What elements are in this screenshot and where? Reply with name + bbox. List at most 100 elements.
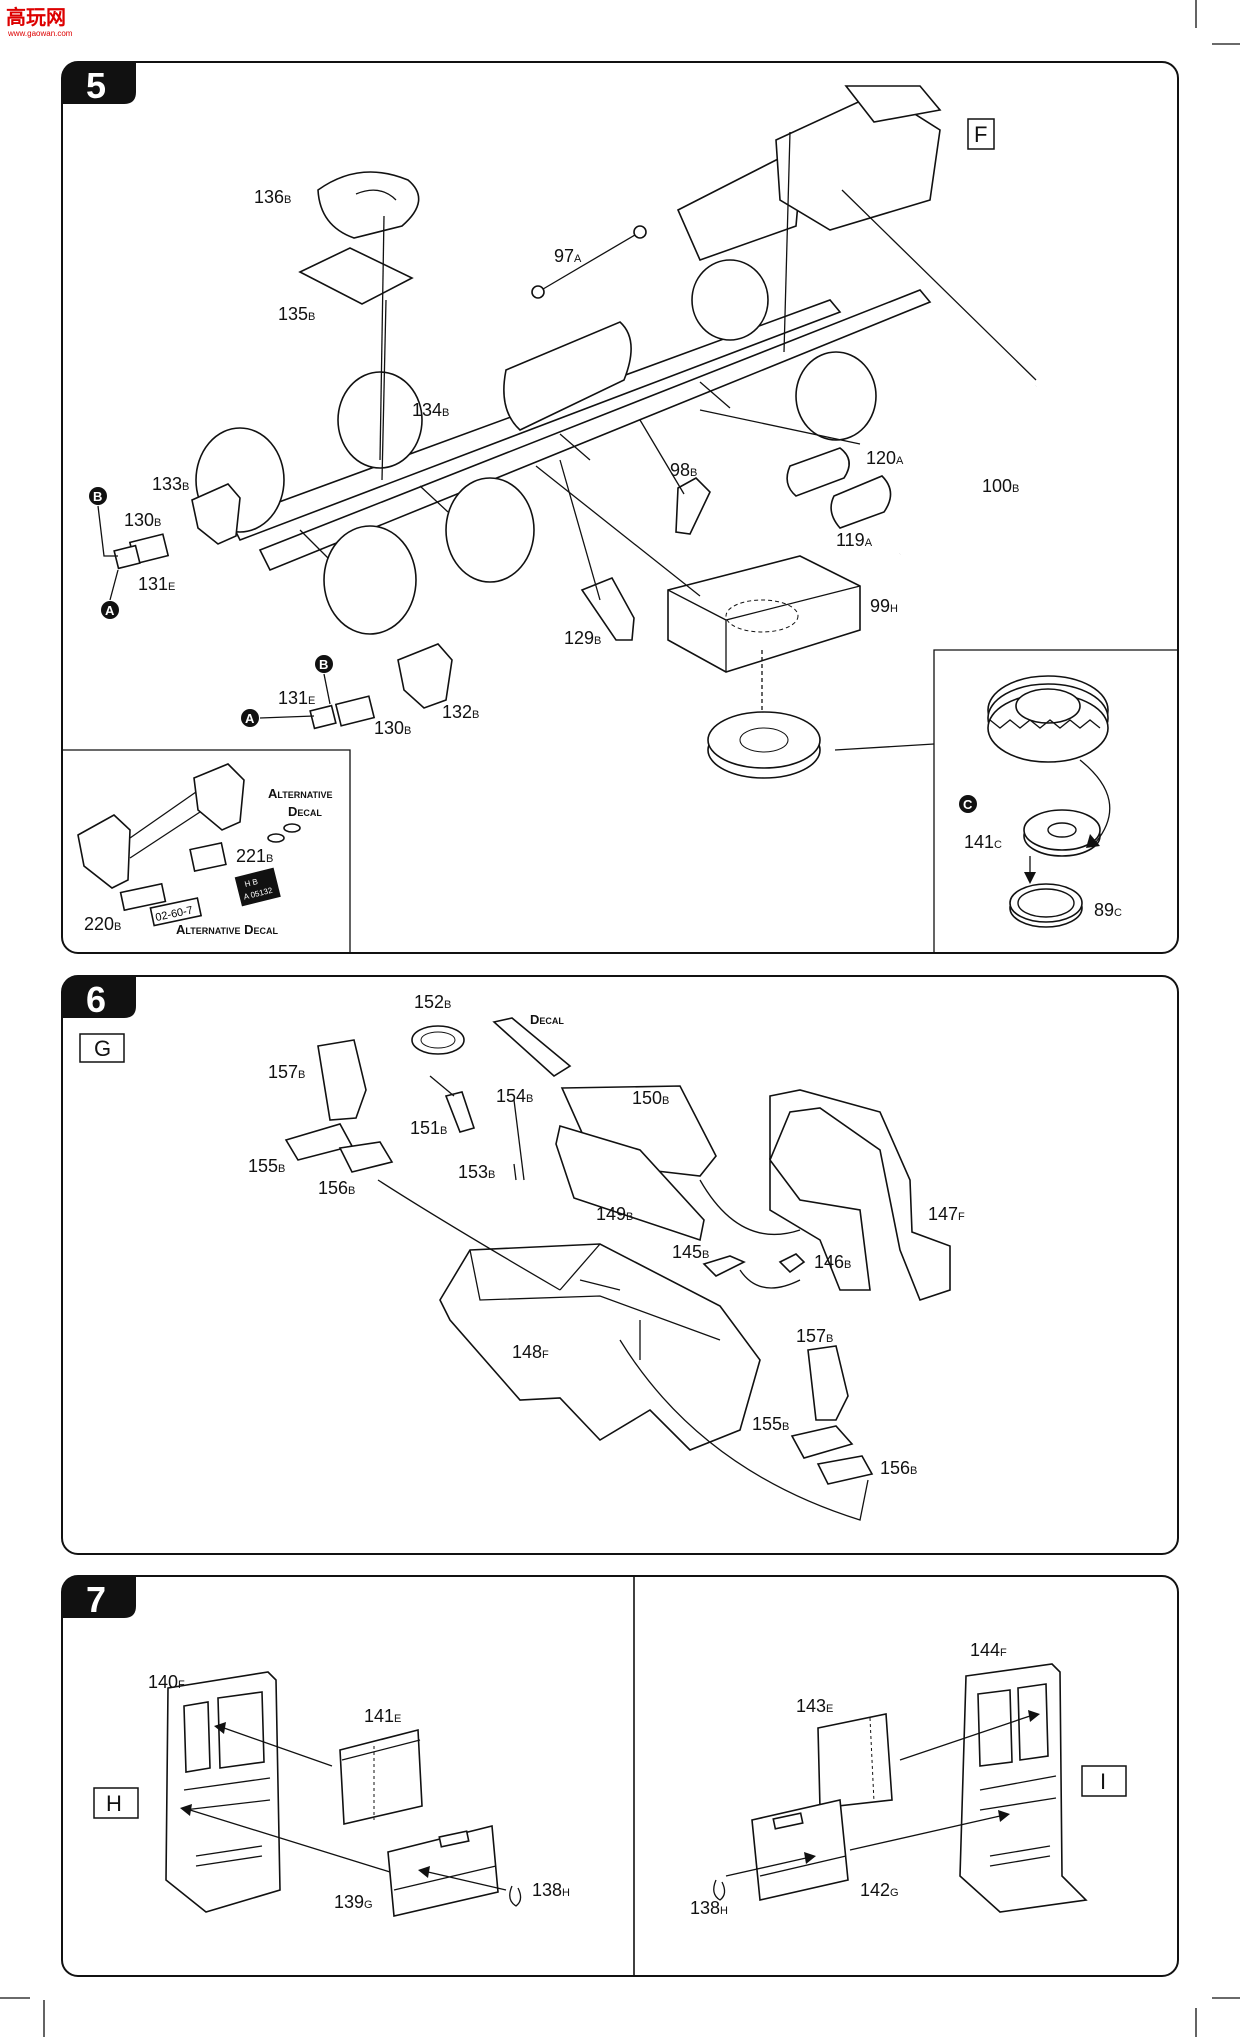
svg-text:133B: 133B (152, 474, 189, 494)
mudflap-133 (191, 483, 241, 545)
svg-text:152B: 152B (414, 992, 451, 1012)
badge-b (89, 487, 107, 505)
svg-text:150B: 150B (632, 1088, 669, 1108)
svg-text:143E: 143E (796, 1696, 833, 1716)
subassembly-f-label: F (974, 122, 987, 147)
svg-text:157B: 157B (796, 1326, 833, 1346)
svg-text:138H: 138H (532, 1880, 570, 1900)
seat-back-157b (807, 1345, 849, 1421)
svg-text:99H: 99H (870, 596, 898, 616)
seat-mount-156b (816, 1455, 874, 1485)
wheel (691, 259, 769, 341)
wheel (445, 477, 535, 583)
step-6-tab (62, 976, 136, 1018)
decal-marker (267, 833, 285, 843)
svg-text:142G: 142G (860, 1880, 899, 1900)
svg-text:129B: 129B (564, 628, 601, 648)
svg-text:156B: 156B (880, 1458, 917, 1478)
wheel (337, 371, 423, 469)
console-149 (555, 1124, 705, 1242)
tank-119 (830, 475, 892, 529)
license-plate-blank (189, 841, 227, 873)
mudflap-part (77, 814, 131, 889)
svg-text:157B: 157B (268, 1062, 305, 1082)
svg-text:146B: 146B (814, 1252, 851, 1272)
alternative-decal-note-1b: Decal (288, 804, 322, 819)
mudflap-part (193, 763, 245, 831)
step-6-part-labels: 152B 157B 154B 150B 151B 155B 153B 156B … (248, 992, 965, 1478)
cab-interior-assembly (284, 1017, 951, 1521)
svg-text:131E: 131E (138, 574, 175, 594)
frame-rail (258, 289, 932, 572)
svg-text:148F: 148F (512, 1342, 549, 1362)
subassembly-g-label: G (94, 1036, 111, 1061)
svg-text:149B: 149B (596, 1204, 633, 1224)
alternative-decal-note-1a: Alternative (268, 786, 333, 801)
subassembly-i-box (1081, 1765, 1127, 1797)
step-5-number: 5 (86, 65, 106, 106)
license-plate-blank (119, 882, 167, 912)
wheel (323, 525, 417, 635)
step-7-part-labels: 140F 141E 139G 138H 144F 143E 138H 142G (148, 1640, 1007, 1918)
steering-column-151 (444, 1091, 476, 1133)
svg-text:155B: 155B (248, 1156, 285, 1176)
svg-text:H B: H B (244, 877, 259, 889)
svg-text:C: C (963, 797, 973, 812)
step-5-part-labels: 136B 135B 97A 134B 133B 130B 131E 98B 12… (124, 187, 1019, 738)
subassembly-f-box (967, 118, 995, 150)
svg-text:135B: 135B (278, 304, 315, 324)
decal-marker (283, 823, 301, 833)
window-141 (339, 1728, 423, 1825)
badge-b (315, 655, 333, 673)
svg-text:138H: 138H (690, 1898, 728, 1918)
step-98 (675, 477, 711, 535)
watermark-logo: 高玩网 www.gaowan.com (6, 5, 73, 38)
dash-decal (492, 1017, 572, 1077)
badge-c (959, 795, 977, 813)
floor-tub-148 (439, 1243, 761, 1451)
fuel-tank (503, 321, 632, 431)
svg-text:130B: 130B (374, 718, 411, 738)
wheel (795, 351, 877, 441)
subassembly-i-label: I (1100, 1769, 1106, 1794)
step-129 (580, 576, 635, 641)
svg-text:97A: 97A (554, 246, 582, 266)
watermark-url: www.gaowan.com (7, 29, 73, 38)
svg-text:120A: 120A (866, 448, 904, 468)
svg-text:131E: 131E (278, 688, 315, 708)
light-131b (309, 704, 337, 730)
svg-text:147F: 147F (928, 1204, 965, 1224)
svg-text:145B: 145B (672, 1242, 709, 1262)
back-panel-147 (769, 1089, 951, 1301)
left-door-assembly (165, 1671, 522, 1917)
battery-box-99 (667, 555, 861, 673)
svg-text:136B: 136B (254, 187, 291, 207)
svg-text:154B: 154B (496, 1086, 533, 1106)
svg-text:151B: 151B (410, 1118, 447, 1138)
step-7-panel: 7 H I (61, 1575, 1179, 1977)
svg-text:119A: 119A (836, 530, 873, 550)
seat-mount-156 (338, 1141, 394, 1173)
badge-a (101, 601, 119, 619)
svg-text:139G: 139G (334, 1892, 373, 1912)
window-143 (817, 1713, 893, 1809)
part-141c-label: 141C (964, 832, 1002, 852)
inset-alternative-decal: 02-60-7 H B A 05132 Alternative Decal Al… (62, 749, 351, 953)
step-5-tab (62, 62, 136, 104)
light-130b (334, 695, 376, 727)
right-door-assembly (713, 1663, 1088, 1913)
svg-text:A: A (245, 711, 255, 726)
seat-back-157 (317, 1039, 367, 1121)
badge-a (241, 709, 259, 727)
seat-base-155b (790, 1425, 854, 1459)
bracket-146 (778, 1253, 806, 1274)
svg-text:155B: 155B (752, 1414, 789, 1434)
chassis-assembly: B A B A (89, 85, 1039, 779)
subassembly-h-label: H (106, 1791, 122, 1816)
light-131 (113, 544, 141, 570)
svg-text:98B: 98B (670, 460, 697, 480)
svg-text:134B: 134B (412, 400, 449, 420)
step-6-number: 6 (86, 979, 106, 1020)
